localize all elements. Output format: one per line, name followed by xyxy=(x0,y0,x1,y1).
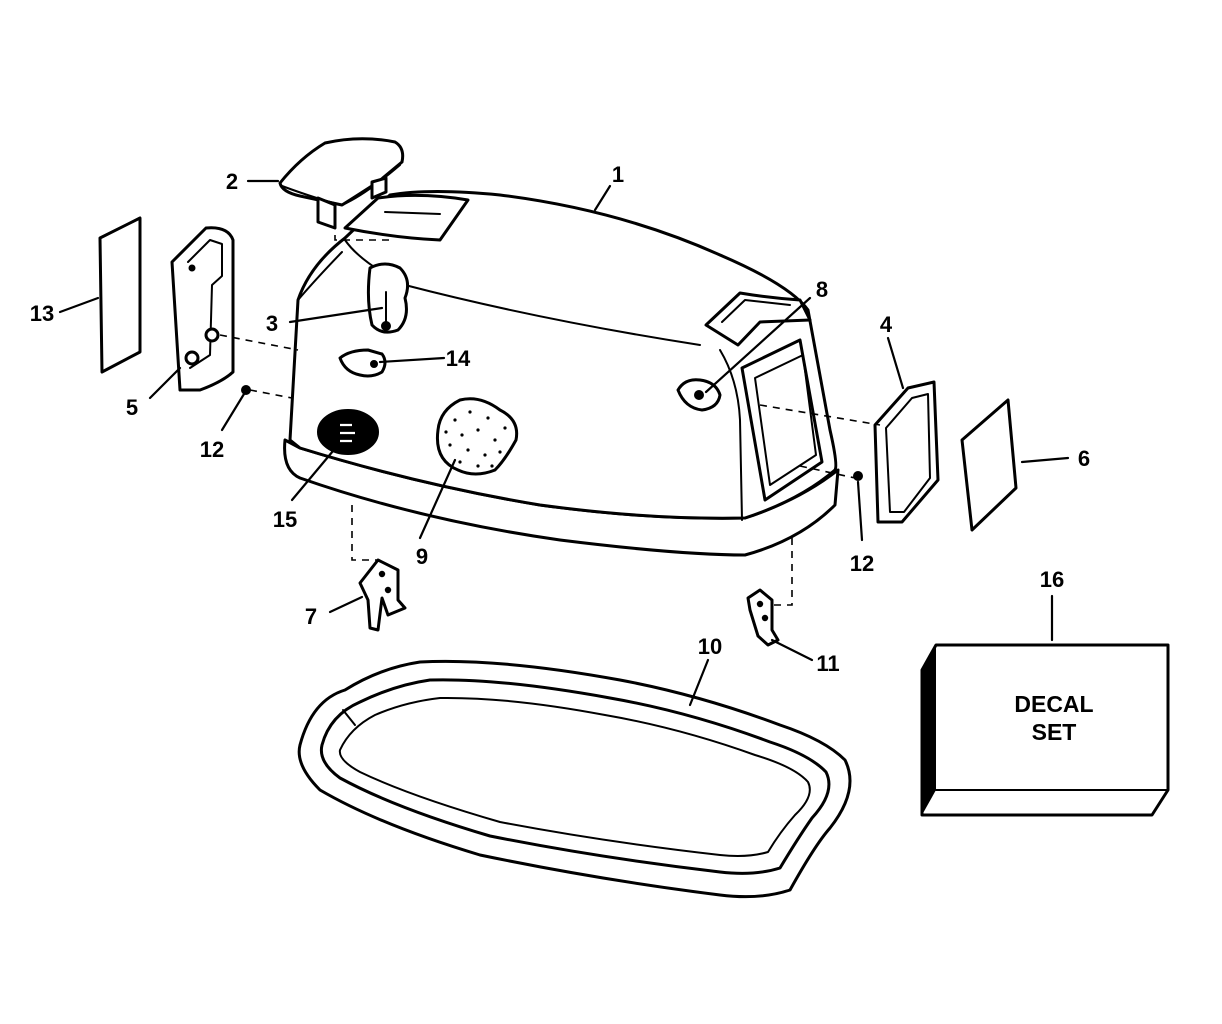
callout-2: 2 xyxy=(226,169,238,194)
seal-ring xyxy=(297,659,852,899)
callout-13: 13 xyxy=(30,301,54,326)
left-side-cover xyxy=(170,226,235,392)
right-side-frame xyxy=(873,380,940,524)
callout-14: 14 xyxy=(446,346,471,371)
callout-8: 8 xyxy=(816,277,828,302)
callout-3: 3 xyxy=(266,311,278,336)
grommet xyxy=(676,378,722,412)
side-decal-left xyxy=(98,216,142,374)
callout-6: 6 xyxy=(1078,446,1090,471)
decal-set-line-2: SET xyxy=(1032,719,1077,745)
callout-10: 10 xyxy=(698,634,722,659)
assembly-guide-lines xyxy=(219,222,881,606)
foam-pad xyxy=(435,397,519,476)
screw-bracket xyxy=(366,262,410,334)
screw-right xyxy=(853,471,863,481)
leader-lines xyxy=(58,179,1070,707)
top-cap xyxy=(278,137,405,230)
decal-set-line-1: DECAL xyxy=(1014,691,1093,717)
callout-4: 4 xyxy=(880,312,893,337)
callout-numbers: 1 2 3 4 5 6 7 8 9 10 11 12 12 13 14 15 1… xyxy=(30,162,1090,676)
side-decal-right xyxy=(960,398,1018,532)
callout-11: 11 xyxy=(816,651,839,676)
callout-9: 9 xyxy=(416,544,428,569)
callout-12-right: 12 xyxy=(850,551,874,576)
callout-16: 16 xyxy=(1040,567,1064,592)
decal-set-box: DECAL SET xyxy=(920,643,1170,817)
callout-7: 7 xyxy=(305,604,317,629)
screw-left xyxy=(241,385,251,395)
engine-cover xyxy=(283,190,840,557)
callout-5: 5 xyxy=(126,395,138,420)
callout-12-left: 12 xyxy=(200,437,224,462)
latch xyxy=(338,348,387,378)
emblem xyxy=(317,409,379,455)
callout-1: 1 xyxy=(612,162,624,187)
left-bracket xyxy=(358,558,407,632)
right-bracket xyxy=(746,588,780,647)
callout-15: 15 xyxy=(273,507,297,532)
